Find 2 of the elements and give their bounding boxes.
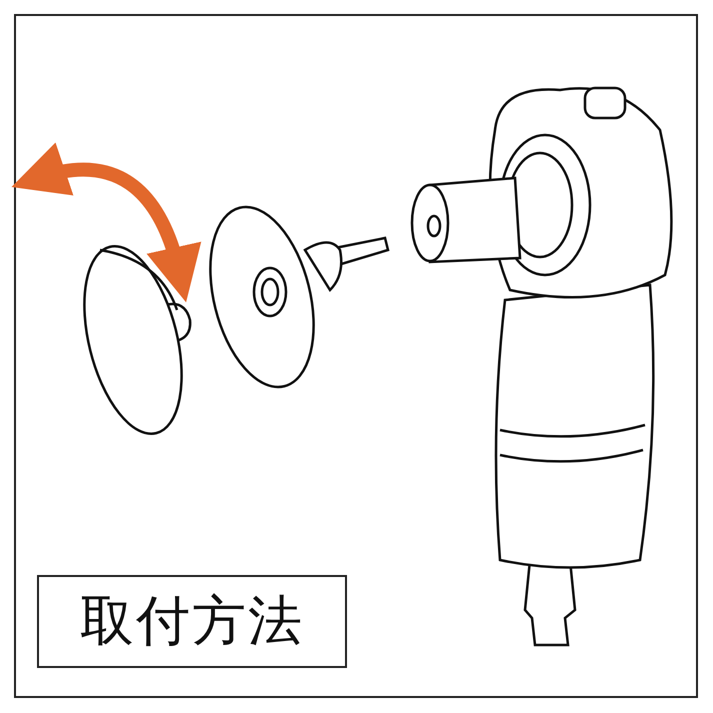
caption-text: 取付方法 bbox=[80, 588, 304, 654]
caption-box bbox=[37, 575, 347, 668]
